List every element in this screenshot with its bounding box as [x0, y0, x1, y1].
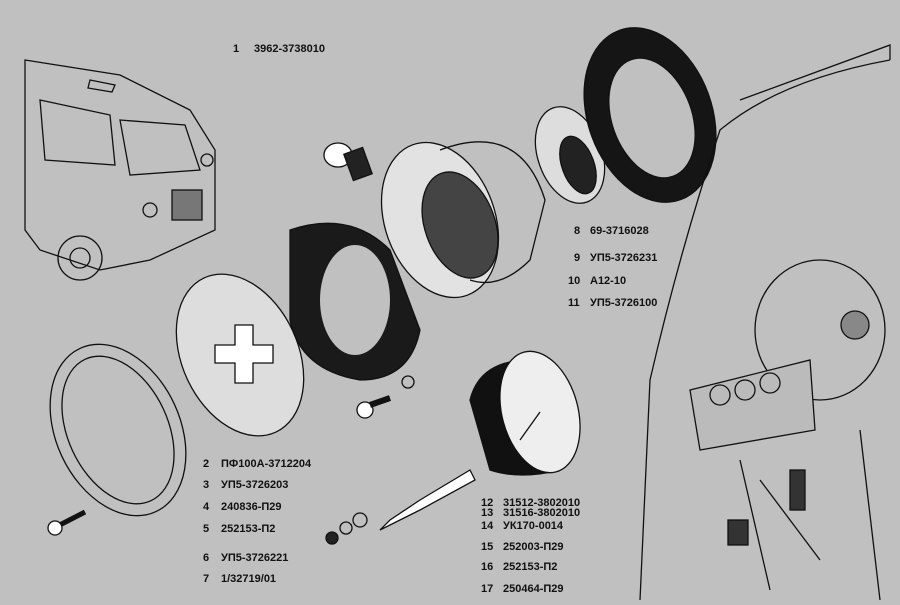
vehicle-illustration — [24, 59, 216, 281]
rim-ring — [49, 343, 187, 517]
screw — [47, 509, 87, 536]
black-seal-ring — [583, 27, 717, 203]
reflector-cap — [534, 106, 606, 204]
bulb — [323, 142, 374, 182]
bolt — [356, 375, 415, 419]
lamp-housing — [380, 141, 546, 299]
speedometer — [469, 350, 581, 476]
gasket — [289, 222, 421, 381]
cab-interior — [639, 44, 891, 601]
speedometer-cable — [325, 469, 476, 545]
